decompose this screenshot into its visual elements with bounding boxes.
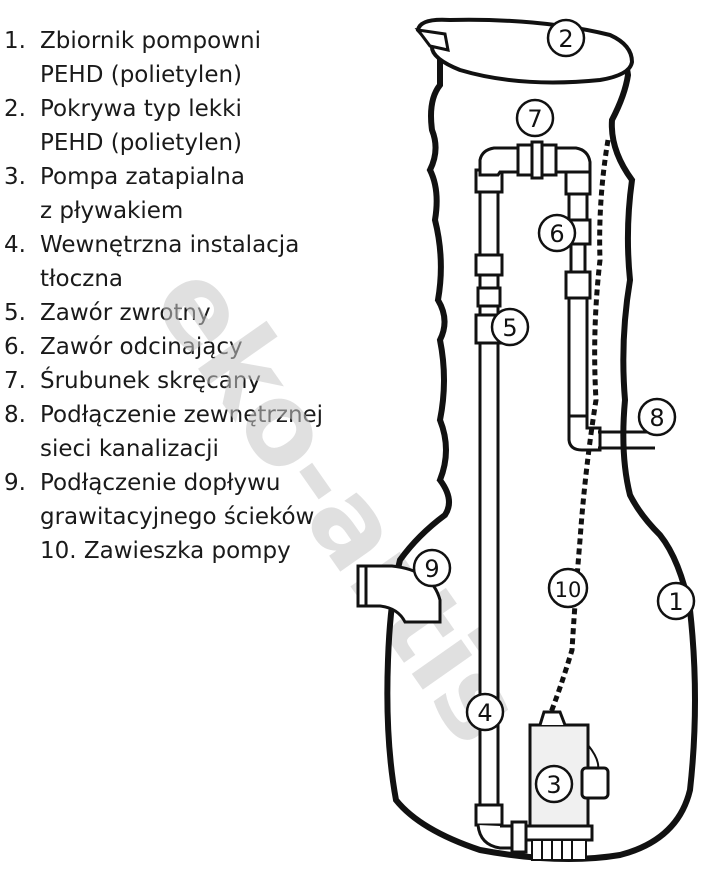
callout-5: 5 bbox=[490, 307, 530, 347]
callout-label: 8 bbox=[649, 404, 664, 432]
legend-text: Pompa zatapialna bbox=[40, 164, 245, 190]
legend-text: Zawór odcinający bbox=[40, 334, 243, 360]
legend-number: 10. bbox=[40, 538, 77, 564]
callout-7: 7 bbox=[515, 98, 555, 138]
legend-item-8: 8. Podłączenie zewnętrznej sieci kanaliz… bbox=[4, 398, 374, 466]
legend-number: 2. bbox=[4, 96, 26, 122]
legend-text: Podłączenie dopływu bbox=[40, 470, 281, 496]
legend-text: PEHD (polietylen) bbox=[40, 130, 243, 156]
callout-label: 3 bbox=[546, 771, 561, 799]
legend-text: Wewnętrzna instalacja bbox=[40, 232, 300, 258]
legend-item-10: 10. Zawieszka pompy bbox=[4, 534, 374, 568]
callout-4: 4 bbox=[465, 692, 505, 732]
legend: 1. Zbiornik pompowni PEHD (polietylen) 2… bbox=[4, 24, 374, 568]
legend-text: Zawieszka pompy bbox=[83, 538, 291, 564]
callout-6: 6 bbox=[537, 213, 577, 253]
legend-number: 5. bbox=[4, 300, 26, 326]
discharge-pipe bbox=[474, 168, 528, 854]
callout-label: 7 bbox=[527, 105, 542, 133]
legend-number: 1. bbox=[4, 28, 26, 54]
legend-item-2: 2. Pokrywa typ lekki PEHD (polietylen) bbox=[4, 92, 374, 160]
callout-3: 3 bbox=[534, 764, 574, 804]
legend-number: 7. bbox=[4, 368, 26, 394]
legend-number: 6. bbox=[4, 334, 26, 360]
legend-item-4: 4. Wewnętrzna instalacja tłoczna bbox=[4, 228, 374, 296]
legend-text: Podłączenie zewnętrznej bbox=[40, 402, 324, 428]
pump-chain bbox=[545, 139, 611, 721]
callout-1: 1 bbox=[656, 581, 696, 621]
legend-item-9: 9. Podłączenie dopływu grawitacyjnego śc… bbox=[4, 466, 374, 534]
tank-outline bbox=[384, 50, 698, 862]
callout-2: 2 bbox=[546, 18, 586, 58]
callout-label: 5 bbox=[502, 314, 517, 342]
callout-label: 6 bbox=[549, 220, 564, 248]
legend-text: sieci kanalizacji bbox=[40, 436, 219, 462]
callout-label: 10 bbox=[555, 578, 582, 602]
lid bbox=[414, 17, 635, 85]
callout-label: 4 bbox=[477, 699, 492, 727]
legend-text: Pokrywa typ lekki bbox=[40, 96, 242, 122]
legend-text: tłoczna bbox=[40, 266, 124, 292]
legend-item-7: 7. Śrubunek skręcany bbox=[4, 364, 374, 398]
legend-item-3: 3. Pompa zatapialna z pływakiem bbox=[4, 160, 374, 228]
legend-text: grawitacyjnego ścieków bbox=[40, 504, 315, 530]
legend-item-6: 6. Zawór odcinający bbox=[4, 330, 374, 364]
legend-item-5: 5. Zawór zwrotny bbox=[4, 296, 374, 330]
legend-text: Zawór zwrotny bbox=[40, 300, 211, 326]
callout-8: 8 bbox=[637, 397, 677, 437]
callout-10: 10 bbox=[547, 567, 589, 609]
callout-label: 9 bbox=[424, 555, 439, 583]
legend-number: 8. bbox=[4, 402, 26, 428]
submersible-pump bbox=[524, 710, 610, 861]
legend-number: 9. bbox=[4, 470, 26, 496]
legend-text: PEHD (polietylen) bbox=[40, 62, 243, 88]
legend-number: 3. bbox=[4, 164, 26, 190]
legend-text: Śrubunek skręcany bbox=[40, 368, 262, 394]
legend-text: z pływakiem bbox=[40, 198, 184, 224]
legend-text: Zbiornik pompowni bbox=[40, 28, 261, 54]
legend-item-1: 1. Zbiornik pompowni PEHD (polietylen) bbox=[4, 24, 374, 92]
callout-label: 2 bbox=[558, 25, 573, 53]
callout-9: 9 bbox=[412, 548, 452, 588]
callout-label: 1 bbox=[668, 588, 683, 616]
legend-number: 4. bbox=[4, 232, 26, 258]
